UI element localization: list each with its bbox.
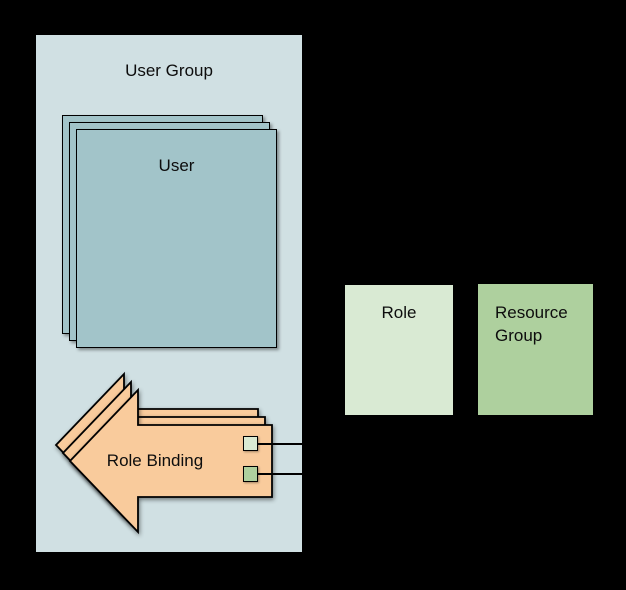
role-label: Role	[381, 303, 417, 322]
user-label: User	[158, 156, 195, 175]
role-port-square	[243, 436, 258, 451]
user-group-label: User Group	[125, 61, 213, 80]
resource-group-connector-line	[252, 473, 302, 475]
resource-group-port-square	[243, 466, 258, 482]
role-connector-line	[252, 443, 302, 445]
user-card-front: User	[76, 129, 277, 348]
resource-group-box: Resource Group	[478, 284, 593, 415]
role-box: Role	[345, 285, 453, 415]
resource-group-label: Resource Group	[495, 303, 568, 345]
role-binding-label: Role Binding	[106, 451, 204, 470]
